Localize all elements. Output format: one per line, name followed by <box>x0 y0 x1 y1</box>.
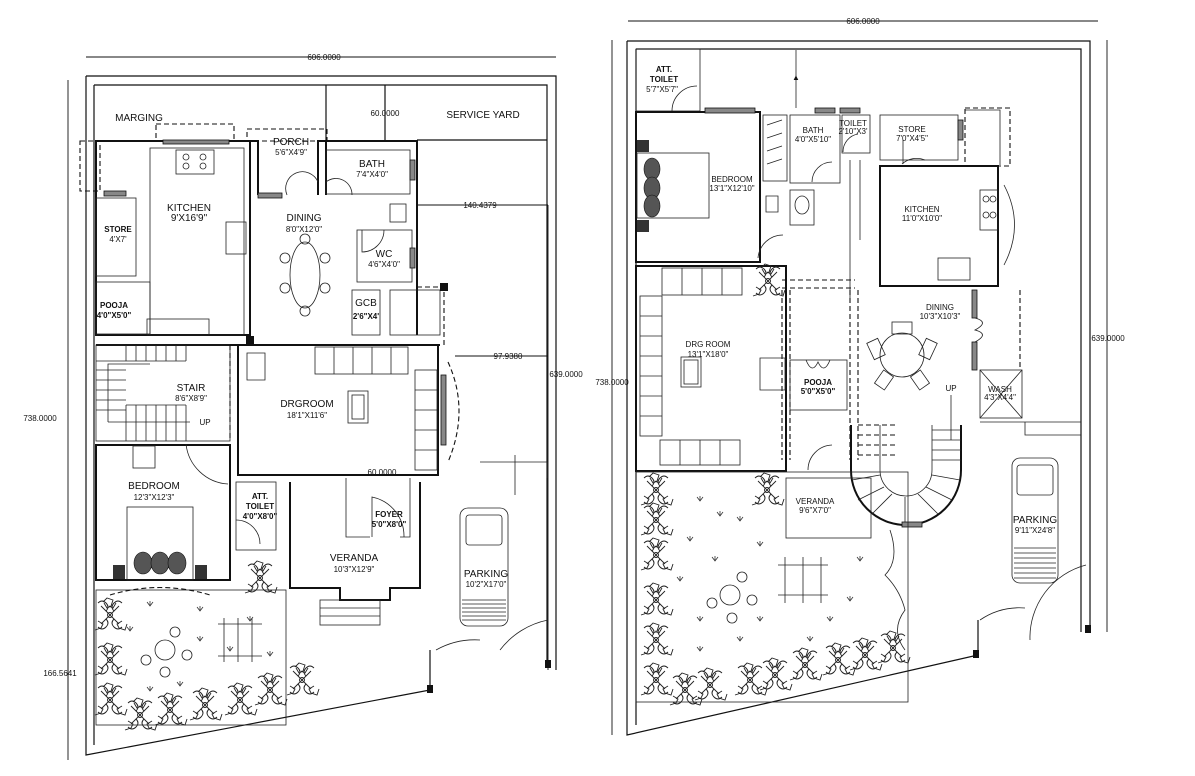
room-wash-label-2: WASH <box>988 385 1012 394</box>
room-pooja-label: POOJA <box>100 301 128 310</box>
room-att-toilet-label-2: TOILET <box>246 502 274 511</box>
parking-car-first <box>1011 457 1059 584</box>
room-bath-label: BATH <box>359 159 385 170</box>
room-store-size-2: 7'0"X4'5" <box>896 134 928 143</box>
dimension-veranda-label: 60.0000 <box>368 468 397 477</box>
room-att-toilet-size-2: 5'7"X5'7" <box>646 85 678 94</box>
room-marging-label: MARGING <box>115 113 163 124</box>
room-att-toilet-label: ATT. <box>252 492 268 501</box>
room-drg-room-size-2: 13'1"X18'0" <box>688 350 729 359</box>
dimension-lower-offset-label: 97.9380 <box>494 352 523 361</box>
room-bedroom-label-2: BEDROOM <box>711 175 753 184</box>
spiral-stair <box>850 424 962 528</box>
garden-first <box>635 471 911 706</box>
room-bedroom-size: 12'3"X12'3" <box>134 493 175 502</box>
bed-first-floor <box>636 140 710 232</box>
dimension-top: 606.0000 <box>86 53 556 62</box>
room-dining-size-2: 10'3"X10'3" <box>920 312 961 321</box>
room-stair-label: STAIR <box>177 383 206 394</box>
room-pooja-size-2: 5'0"X5'0" <box>801 387 836 396</box>
dimension-right-label-2: 639.0000 <box>1091 334 1125 343</box>
bed <box>113 506 207 581</box>
room-att-toilet-label-2: ATT. <box>656 65 672 74</box>
room-wc-size: 4'6"X4'0" <box>368 260 400 269</box>
garden-ground <box>94 560 320 731</box>
room-parking-size-2: 9'11"X24'8" <box>1015 526 1055 535</box>
room-bath-size-2: 4'0"X5'10" <box>795 135 831 144</box>
stair-up-label-2: UP <box>945 384 956 393</box>
dining-table-first-floor <box>866 321 938 391</box>
room-drg-room-label-2: DRG ROOM <box>686 340 731 349</box>
room-bedroom-label: BEDROOM <box>128 481 180 492</box>
room-gcb-label: GCB <box>355 298 377 309</box>
ground-floor-plan: 606.0000 738.0000 166.5641 639.0000 140.… <box>23 53 583 760</box>
room-service-yard-label: SERVICE YARD <box>446 110 519 121</box>
plot-boundary <box>85 75 557 756</box>
room-bedroom-size-2: 13'1"X12'10" <box>709 184 754 193</box>
room-dining-label-2: DINING <box>926 303 954 312</box>
room-att-toilet-size: 4'0"X8'0" <box>243 512 278 521</box>
room-parking-size: 10'2"X17'0" <box>466 580 507 589</box>
room-veranda-size-2: 9'6"X7'0" <box>799 506 831 515</box>
room-store-label-2: STORE <box>898 125 925 134</box>
room-dining-label: DINING <box>287 213 322 224</box>
stair-steps <box>96 345 190 441</box>
room-drgroom-size: 18'1"X11'6" <box>287 411 327 420</box>
room-foyer-label: FOYER <box>375 510 403 519</box>
room-kitchen-label: KITCHEN <box>167 203 211 214</box>
room-veranda-label-2: VERANDA <box>796 497 835 506</box>
room-att-toilet-label-2b: TOILET <box>650 75 678 84</box>
dimension-service-yard-label: 60.0000 <box>371 109 400 118</box>
room-toilet-size-2: 2'10"X3' <box>838 127 868 136</box>
room-bath-size: 7'4"X4'0" <box>356 170 388 179</box>
dimension-bottom-left-label: 166.5641 <box>43 669 77 678</box>
dimension-top-label-2: 606.0000 <box>846 17 880 26</box>
first-floor-plan: 606.0000 738.0000 639.0000 ATT. TOILET 5… <box>595 17 1125 736</box>
dimension-left-label-2: 738.0000 <box>595 378 629 387</box>
room-kitchen-size-2: 11'0"X10'0" <box>902 214 942 223</box>
room-foyer-size: 5'0"X8'0" <box>372 520 407 529</box>
room-gcb-size: 2'6"X4' <box>353 312 379 321</box>
dimension-right-label: 639.0000 <box>549 370 583 379</box>
room-store-label: STORE <box>104 225 132 234</box>
room-bath-label-2: BATH <box>803 126 824 135</box>
room-kitchen-label-2: KITCHEN <box>904 205 939 214</box>
dimension-left-label: 738.0000 <box>23 414 57 423</box>
room-store-size: 4'X7' <box>109 235 127 244</box>
room-wash-size-2: 4'3"X4'4" <box>984 393 1016 402</box>
room-stair-size: 8'6"X8'9" <box>175 394 207 403</box>
room-porch-label: PORCH <box>273 137 309 148</box>
room-veranda-label: VERANDA <box>330 553 379 564</box>
room-dining-size: 8'0"X12'0" <box>286 225 322 234</box>
room-pooja-size: 4'0"X5'0" <box>97 311 132 320</box>
parking-car-ground <box>459 507 509 627</box>
room-parking-label-2: PARKING <box>1013 515 1057 526</box>
stair-up-label: UP <box>199 418 210 427</box>
room-parking-label: PARKING <box>464 569 508 580</box>
room-drgroom-label: DRGROOM <box>280 399 333 410</box>
room-wc-label: WC <box>376 249 393 260</box>
room-porch-size: 5'6"X4'9" <box>275 148 307 157</box>
dimension-top-label: 606.0000 <box>307 53 341 62</box>
room-pooja-label-2: POOJA <box>804 378 832 387</box>
room-veranda-size: 10'3"X12'9" <box>334 565 375 574</box>
north-arrow-icon: ▲ <box>792 73 800 82</box>
room-kitchen-size: 9'X16'9" <box>171 213 208 224</box>
dimension-upper-offset-label: 140.4379 <box>463 201 497 210</box>
room-toilet-label-2: TOILET <box>839 119 867 128</box>
